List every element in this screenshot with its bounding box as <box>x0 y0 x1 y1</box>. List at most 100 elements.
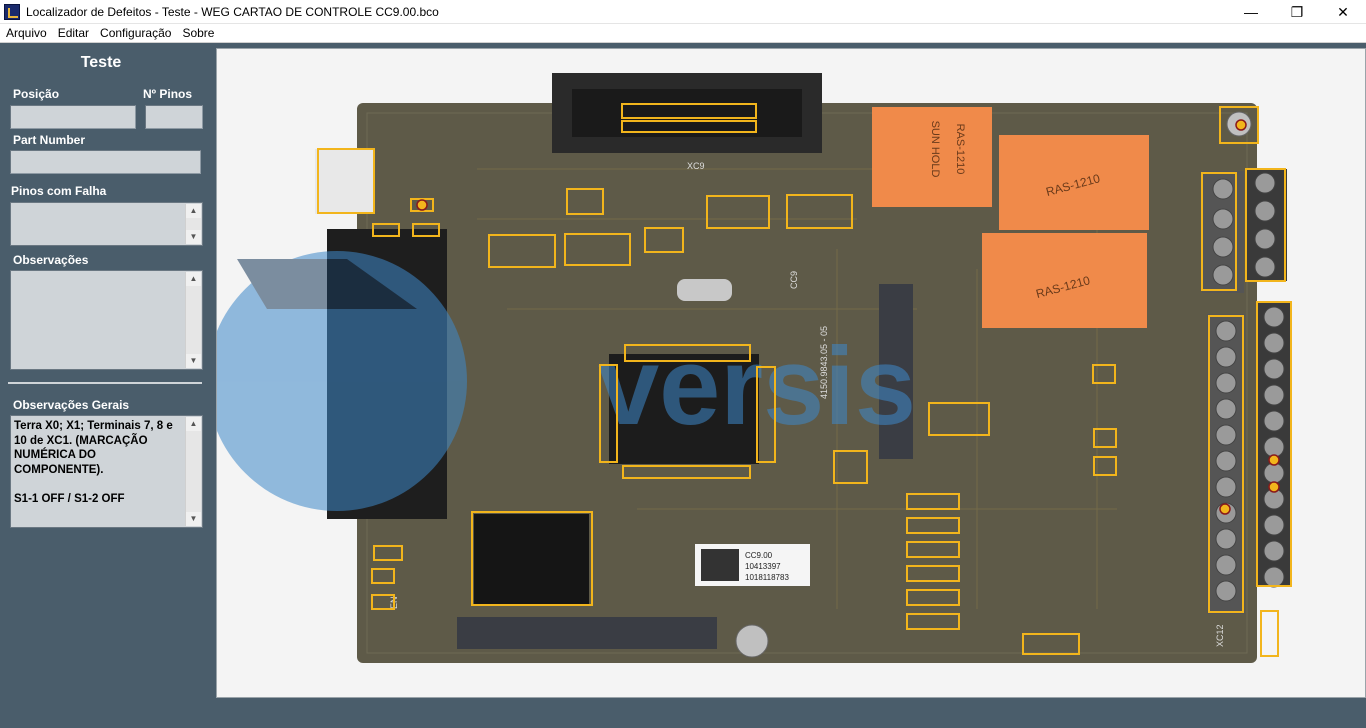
minimize-icon: — <box>1244 4 1258 20</box>
app-icon <box>4 3 20 20</box>
pin-marker[interactable] <box>416 199 428 211</box>
posicao-label: Posição <box>13 87 60 101</box>
highlight-box[interactable] <box>1260 610 1279 657</box>
white-connector <box>315 149 373 214</box>
highlight-box[interactable] <box>1256 301 1292 587</box>
connector-label: XC9 <box>687 161 705 171</box>
highlight-box[interactable] <box>412 223 440 237</box>
observacoes-gerais-textarea[interactable]: Terra X0; X1; Terminais 7, 8 e 10 de XC1… <box>10 415 203 528</box>
highlight-box[interactable] <box>906 493 960 510</box>
section-divider <box>8 382 202 384</box>
maximize-icon: ❐ <box>1290 3 1304 20</box>
npinos-field[interactable] <box>145 105 203 129</box>
pinos-falha-label: Pinos com Falha <box>11 184 107 198</box>
highlight-box[interactable] <box>906 589 960 606</box>
screw <box>735 624 769 658</box>
pin-marker[interactable] <box>1268 454 1280 466</box>
pin-marker[interactable] <box>1219 503 1231 515</box>
maximize-button[interactable]: ❐ <box>1274 0 1320 24</box>
highlight-box[interactable] <box>756 366 776 463</box>
highlight-box[interactable] <box>906 541 960 558</box>
highlight-box[interactable] <box>371 594 395 610</box>
relay-2 <box>999 135 1149 230</box>
window-title: Localizador de Defeitos - Teste - WEG CA… <box>26 4 439 19</box>
scroll-up-icon[interactable]: ▲ <box>186 417 201 431</box>
minimize-button[interactable]: — <box>1228 0 1274 24</box>
menu-sobre[interactable]: Sobre <box>182 26 215 40</box>
observacoes-scrollbar[interactable]: ▲ ▼ <box>185 272 201 368</box>
mcu-chip <box>609 354 759 464</box>
test-panel: Teste Posição Nº Pinos Part Number Pinos… <box>0 44 210 728</box>
highlight-box[interactable] <box>1208 315 1244 613</box>
highlight-box[interactable] <box>624 344 751 362</box>
highlight-box[interactable] <box>622 465 751 479</box>
panel-title: Teste <box>80 54 122 71</box>
highlight-box[interactable] <box>1093 456 1117 476</box>
part-number-field[interactable] <box>10 150 201 174</box>
observacoes-label: Observações <box>13 253 89 267</box>
relay-1-model: RAS-1210 <box>954 124 966 175</box>
highlight-box[interactable] <box>621 103 757 119</box>
pinos-falha-scrollbar[interactable]: ▲ ▼ <box>185 204 201 244</box>
posicao-field[interactable] <box>10 105 136 129</box>
highlight-box[interactable] <box>564 233 631 266</box>
pin-marker[interactable] <box>1268 481 1280 493</box>
highlight-box[interactable] <box>906 565 960 582</box>
highlight-box[interactable] <box>786 194 853 229</box>
relay-1-brand: SUN HOLD <box>929 121 941 178</box>
board-image[interactable]: XC9 SUN HOLD RAS-1210 RAS-1210 RAS-1210 … <box>217 49 1366 698</box>
highlight-box[interactable] <box>1022 633 1080 655</box>
close-icon: ✕ <box>1337 3 1349 20</box>
highlight-box[interactable] <box>410 198 434 212</box>
npinos-label: Nº Pinos <box>143 87 193 101</box>
scroll-up-icon[interactable]: ▲ <box>186 204 201 218</box>
xc12-label: XC12 <box>1215 624 1225 647</box>
observacoes-textarea[interactable]: ▲ ▼ <box>10 270 203 370</box>
highlight-box[interactable] <box>1245 168 1286 282</box>
relay-1 <box>872 107 992 207</box>
observacoes-gerais-scrollbar[interactable]: ▲ ▼ <box>185 417 201 526</box>
highlight-box[interactable] <box>317 148 375 214</box>
crystal <box>677 279 732 301</box>
highlight-box[interactable] <box>906 517 960 534</box>
bottom-header <box>457 617 717 649</box>
highlight-box[interactable] <box>1093 428 1117 448</box>
board-viewer[interactable]: XC9 SUN HOLD RAS-1210 RAS-1210 RAS-1210 … <box>216 48 1366 698</box>
highlight-box[interactable] <box>373 545 403 561</box>
highlight-box[interactable] <box>928 402 990 436</box>
pin-marker[interactable] <box>1235 119 1247 131</box>
label-line-1: CC9.00 <box>745 551 773 560</box>
highlight-box[interactable] <box>372 223 400 237</box>
highlight-box[interactable] <box>621 120 757 133</box>
title-bar: Localizador de Defeitos - Teste - WEG CA… <box>0 0 1366 24</box>
highlight-box[interactable] <box>1219 106 1259 144</box>
highlight-box[interactable] <box>644 227 684 253</box>
highlight-box[interactable] <box>566 188 604 215</box>
highlight-box[interactable] <box>371 568 395 584</box>
observacoes-gerais-value: Terra X0; X1; Terminais 7, 8 e 10 de XC1… <box>14 420 173 505</box>
highlight-box[interactable] <box>833 450 868 484</box>
scroll-down-icon[interactable]: ▼ <box>186 230 201 244</box>
highlight-box[interactable] <box>599 364 618 463</box>
status-bar <box>216 700 1366 728</box>
scroll-down-icon[interactable]: ▼ <box>186 512 201 526</box>
menu-configuracao[interactable]: Configuração <box>100 26 172 40</box>
highlight-box[interactable] <box>488 234 556 268</box>
board-number: 4150.9843.05 - 05 <box>819 326 829 399</box>
label-line-2: 10413397 <box>745 562 781 571</box>
highlight-box[interactable] <box>1092 364 1116 384</box>
close-button[interactable]: ✕ <box>1320 0 1366 24</box>
highlight-box[interactable] <box>1201 172 1237 291</box>
component-highlights <box>317 103 1292 657</box>
highlight-box[interactable] <box>471 511 593 606</box>
board-code: CC9 <box>789 271 799 289</box>
label-line-3: 1018118783 <box>745 573 789 582</box>
highlight-box[interactable] <box>906 613 960 630</box>
pinos-falha-textarea[interactable]: ▲ ▼ <box>10 202 203 246</box>
scroll-up-icon[interactable]: ▲ <box>186 272 201 286</box>
menu-editar[interactable]: Editar <box>57 26 90 40</box>
menu-arquivo[interactable]: Arquivo <box>6 26 47 40</box>
highlight-box[interactable] <box>706 195 770 229</box>
menu-bar: Arquivo Editar Configuração Sobre <box>0 24 1366 43</box>
scroll-down-icon[interactable]: ▼ <box>186 354 201 368</box>
